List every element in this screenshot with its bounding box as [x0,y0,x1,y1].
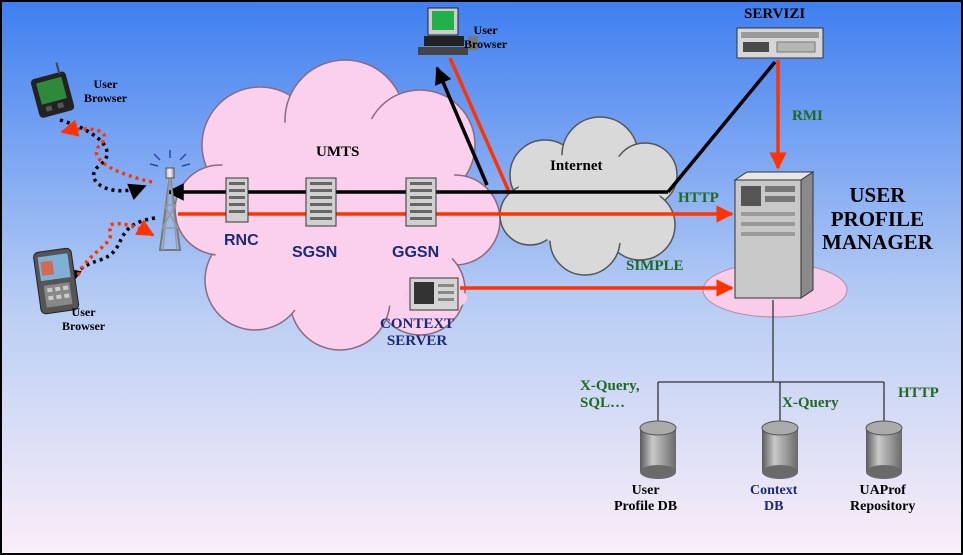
mobile-phone-icon [33,247,80,315]
label-umts: UMTS [316,144,360,160]
server-icon [409,277,459,311]
label-xquery-sql: X-Query,SQL… [580,378,640,412]
server-icon [405,177,437,227]
antenna-tower-icon [149,150,191,251]
label-rnc: RNC [224,232,259,249]
server-icon [305,177,337,227]
label-internet: Internet [550,158,603,174]
desktop-computer-icon [418,7,478,55]
database-icon [761,420,799,479]
server-icon [225,177,249,223]
label-http-main: HTTP [678,190,719,206]
label-http-db: HTTP [898,385,939,401]
wireless-links [59,118,156,287]
database-icon [639,420,677,479]
red-links [178,57,787,297]
label-sgsn: SGSN [292,244,338,261]
label-ggsn: GGSN [392,244,440,261]
label-servizi: SERVIZI [744,6,806,22]
label-rmi: RMI [792,108,823,124]
internet-cloud [499,116,678,276]
server-icon [733,171,815,299]
label-xquery: X-Query [782,395,839,411]
pda-icon [30,62,75,118]
database-icon [865,420,903,479]
server-icon [736,27,824,59]
label-simple: SIMPLE [626,258,684,274]
